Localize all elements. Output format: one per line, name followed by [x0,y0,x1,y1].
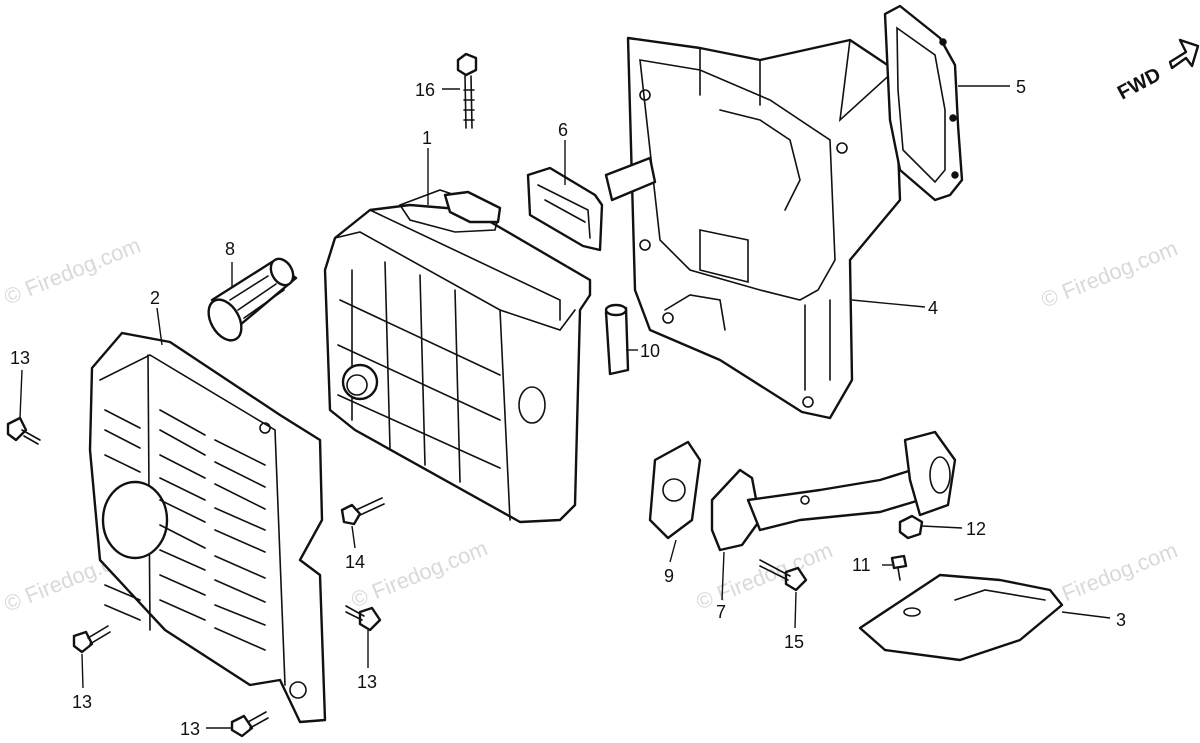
bolt-part-13 [6,416,41,445]
muffler-housing-part-4 [604,36,902,420]
callout-1: 1 [422,128,432,148]
watermark: © Firedog.com [1,232,144,309]
bolt-part-14 [340,497,385,526]
callout-11: 11 [852,555,871,575]
callout-4: 4 [928,298,938,318]
callout-15: 15 [784,632,804,652]
callout-13: 13 [180,719,200,739]
fasteners [6,416,924,738]
callout-2: 2 [150,288,160,308]
bolt-part-16 [456,52,478,129]
muffler-cover-part-2 [88,331,327,724]
leader-lines [19,85,1111,729]
callout-13: 13 [10,348,30,368]
callout-13: 13 [357,672,377,692]
exhaust-cover-part-5 [883,4,964,202]
callout-13: 13 [72,692,92,712]
watermark: © Firedog.com [1038,235,1181,312]
callout-9: 9 [664,566,674,586]
nut-part-12 [898,514,924,540]
bolt-part-13 [230,711,269,738]
gasket-part-9 [648,440,702,540]
forward-direction-arrow: FWD [1114,38,1200,105]
muffler-body-part-1 [323,189,592,524]
callout-16: 16 [415,80,435,100]
screen-part-8 [207,257,298,342]
pipe-guard-part-3 [858,573,1064,662]
callout-5: 5 [1016,77,1026,97]
callout-6: 6 [558,120,568,140]
bolt-part-13 [345,605,382,632]
callout-7: 7 [716,602,726,622]
callout-3: 3 [1116,610,1126,630]
fwd-arrow-icon [1168,38,1200,70]
callout-14: 14 [345,552,365,572]
fwd-label: FWD [1114,64,1165,105]
screw-part-11 [890,554,908,581]
collar-part-10 [604,303,630,376]
callout-10: 10 [640,341,660,361]
spark-arrester-part-6 [526,166,604,252]
callout-12: 12 [966,519,986,539]
exhaust-pipe-part-7 [710,430,957,552]
watermark: © Firedog.com [693,537,836,614]
bolt-part-15 [759,559,808,592]
watermark: © Firedog.com [348,535,491,612]
callout-8: 8 [225,239,235,259]
bolt-part-13 [72,625,111,654]
callout-numbers: 16 1 6 5 4 8 2 10 13 14 13 13 13 9 7 15 … [10,77,1126,739]
